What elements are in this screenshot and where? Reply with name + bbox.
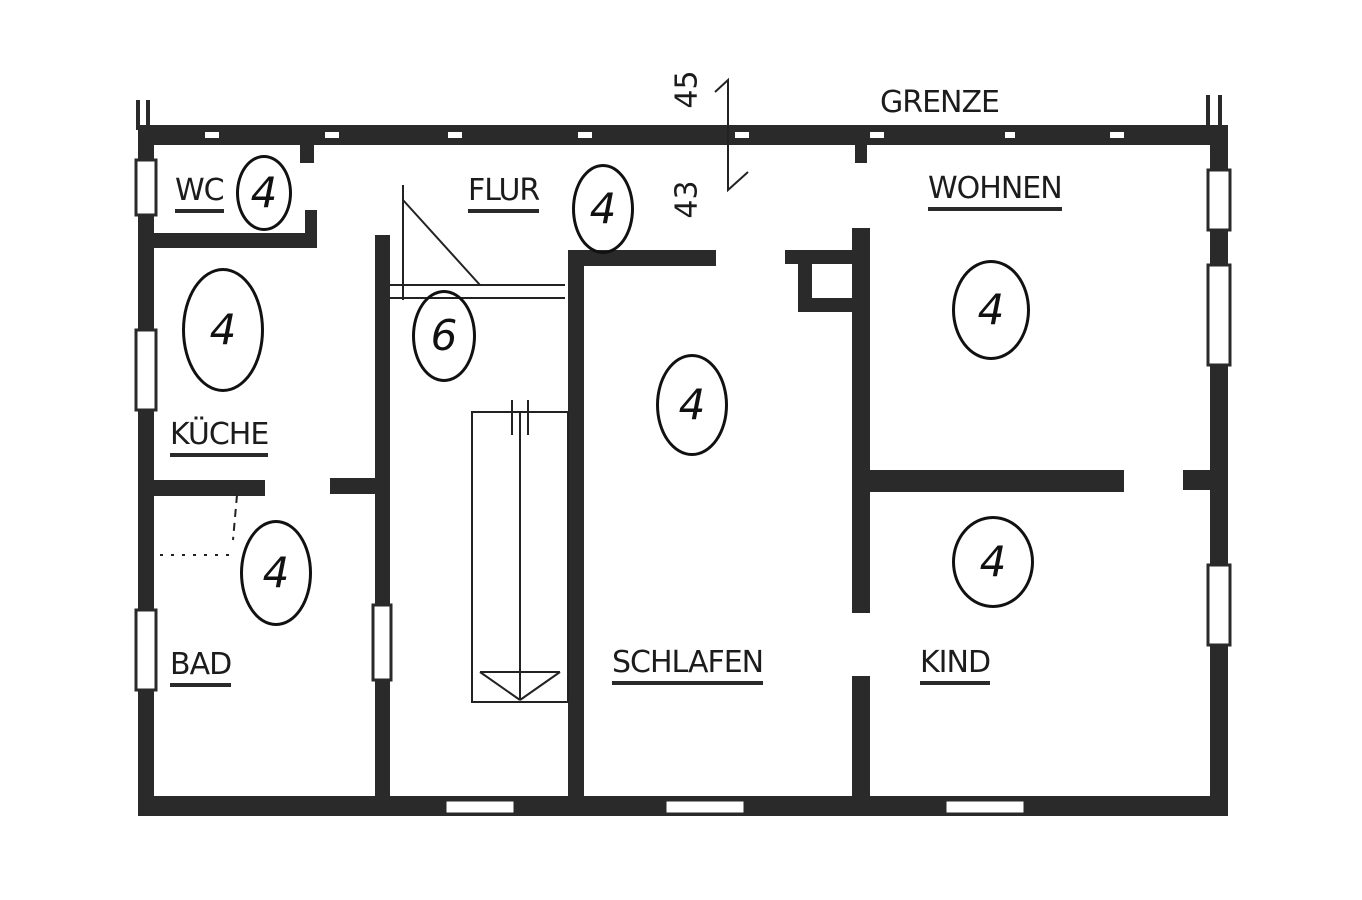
- room-marker-bad: 4: [240, 520, 312, 626]
- room-marker-wohnen: 4: [952, 260, 1030, 360]
- dimension-upper: 45: [669, 70, 705, 109]
- room-label-wc: WC: [175, 176, 225, 213]
- window: [1206, 563, 1232, 647]
- window: [134, 608, 158, 692]
- window: [1206, 168, 1232, 232]
- window: [443, 798, 517, 816]
- dimension-lower: 43: [669, 180, 705, 219]
- room-marker-flur: 4: [572, 164, 634, 254]
- window: [134, 158, 158, 217]
- room-label-flur: FLUR: [468, 176, 540, 213]
- room-marker-kind: 4: [952, 516, 1034, 608]
- room-label-bad: BAD: [170, 650, 232, 687]
- window: [1206, 263, 1232, 367]
- room-marker-kueche: 4: [182, 268, 264, 392]
- room-label-wohnen: WOHNEN: [928, 174, 1063, 211]
- room-label-schlafen: SCHLAFEN: [612, 648, 764, 685]
- room-label-kind: KIND: [920, 648, 991, 685]
- window: [663, 798, 747, 816]
- wall-top: [138, 125, 1228, 145]
- wall-left: [138, 125, 154, 816]
- room-marker-stairs: 6: [412, 290, 476, 382]
- boundary-label: GRENZE: [880, 85, 1000, 120]
- window: [134, 328, 158, 412]
- room-marker-wc: 4: [236, 155, 292, 231]
- room-label-kueche: KÜCHE: [170, 420, 269, 457]
- window: [371, 603, 393, 682]
- window: [943, 798, 1027, 816]
- room-marker-schlafen: 4: [656, 354, 728, 456]
